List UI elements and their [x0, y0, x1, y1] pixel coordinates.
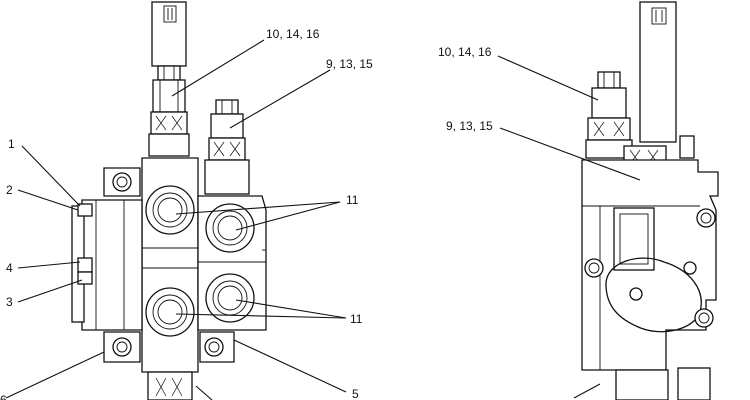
- relief-valve-body-2: [210, 113, 244, 139]
- callout-11-upper: 11: [346, 193, 359, 207]
- callout-6: 6: [0, 393, 7, 400]
- side-cover-plate: [613, 207, 655, 271]
- callout-3: 3: [6, 295, 13, 309]
- callout-1: 1: [8, 137, 15, 151]
- callout-5: 5: [352, 387, 359, 400]
- lever-housing: [151, 1, 187, 67]
- side-view: 10, 14, 16 9, 13, 15: [438, 1, 719, 400]
- callout-10-14-16-right: 10, 14, 16: [438, 45, 492, 59]
- mount-hole-bottom-left: [112, 337, 132, 357]
- callout-11-lower: 11: [350, 312, 363, 326]
- callout-2: 2: [6, 183, 13, 197]
- cap-nut-2: [215, 99, 239, 115]
- callout-9-13-15-right: 9, 13, 15: [446, 119, 493, 133]
- callout-4: 4: [6, 261, 13, 275]
- mount-hole-bottom-right: [204, 337, 224, 357]
- mount-hole-top-left: [112, 172, 132, 192]
- front-view: 1 2 4 3 6 10, 14, 16 9, 13, 15 11 11 5: [0, 1, 373, 400]
- side-cap-nut: [597, 71, 621, 89]
- relief-valve-body: [152, 79, 186, 113]
- side-bolt-left: [584, 258, 604, 278]
- side-bolt-top: [696, 208, 716, 228]
- side-lever-housing: [639, 1, 677, 143]
- cap-nut: [157, 65, 181, 81]
- hex-lock-nut: [150, 111, 188, 135]
- side-bolt-bottom: [694, 308, 714, 328]
- callout-9-13-15-left: 9, 13, 15: [326, 57, 373, 71]
- callout-10-14-16-left: 10, 14, 16: [266, 27, 320, 41]
